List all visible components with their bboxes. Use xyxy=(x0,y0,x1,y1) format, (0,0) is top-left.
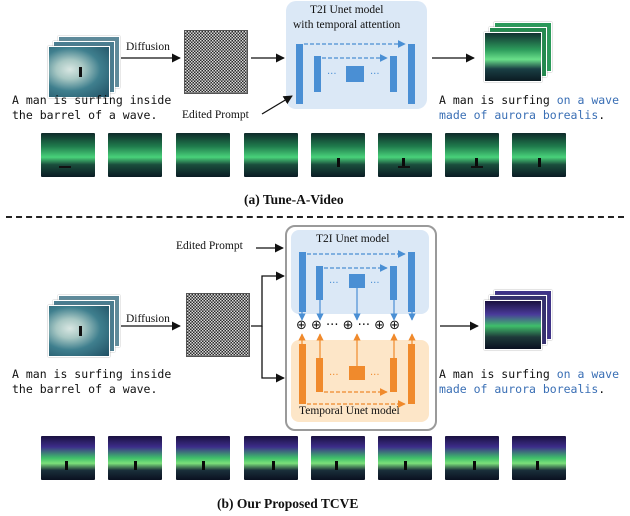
result-frame xyxy=(176,133,230,177)
noise-image-top xyxy=(184,30,248,94)
diffusion-label-bottom: Diffusion xyxy=(126,313,170,325)
result-frame xyxy=(311,436,365,480)
result-frame xyxy=(445,436,499,480)
caption-a: (a) Tune-A-Video xyxy=(244,192,344,207)
model-title-line1: T2I Unet model xyxy=(310,4,384,16)
result-frame xyxy=(512,133,566,177)
svg-text:···: ··· xyxy=(370,69,380,80)
target-prompt-bottom: A man is surfing on a wave made of auror… xyxy=(439,367,619,397)
temporal-panel xyxy=(291,340,429,422)
target-prompt-top-plain: A man is surfing xyxy=(439,93,557,107)
t2i-title: T2I Unet model xyxy=(316,233,390,245)
source-prompt-top-line1: A man is surfing inside xyxy=(12,93,172,107)
target-prompt-bottom-end: . xyxy=(598,382,606,396)
result-frame xyxy=(41,436,95,480)
result-frame xyxy=(108,436,162,480)
target-prompt-top-edit2: made of aurora borealis xyxy=(439,108,599,122)
target-prompt-bottom-edit2: made of aurora borealis xyxy=(439,382,599,396)
model-title-line2: with temporal attention xyxy=(293,19,401,31)
diffusion-label-top: Diffusion xyxy=(126,41,170,53)
surf-frame-image xyxy=(48,46,110,98)
svg-text:···: ··· xyxy=(370,370,380,381)
result-frame xyxy=(378,436,432,480)
section-divider xyxy=(6,216,624,218)
svg-text:···: ··· xyxy=(329,278,339,289)
target-prompt-top-edit1: on a wave xyxy=(556,93,620,107)
svg-text:···: ··· xyxy=(329,370,339,381)
output-video-stack-bottom xyxy=(484,290,554,352)
plus-row: ⊕ ⊕ ··· ⊕ ··· ⊕ ⊕ xyxy=(296,318,401,333)
source-video-stack-top xyxy=(48,36,120,98)
result-frame xyxy=(244,436,298,480)
source-prompt-bottom: A man is surfing inside the barrel of a … xyxy=(12,367,171,397)
tcve-diagram: ··· ··· ··· ··· xyxy=(121,243,479,408)
noise-image-bottom xyxy=(186,293,250,357)
caption-b: (b) Our Proposed TCVE xyxy=(217,496,359,511)
svg-text:···: ··· xyxy=(370,278,380,289)
target-prompt-bottom-plain: A man is surfing xyxy=(439,367,557,381)
t2i-temporal-model-panel xyxy=(286,1,427,109)
target-prompt-bottom-edit1: on a wave xyxy=(556,367,620,381)
result-frame xyxy=(311,133,365,177)
result-frame xyxy=(244,133,298,177)
edited-prompt-top: Edited Prompt xyxy=(182,109,249,121)
result-frame xyxy=(108,133,162,177)
source-prompt-bottom-line2: the barrel of a wave. xyxy=(12,382,158,396)
output-video-stack-top xyxy=(484,22,554,84)
target-prompt-top-end: . xyxy=(598,108,606,122)
target-prompt-top: A man is surfing on a wave made of auror… xyxy=(439,93,619,123)
source-video-stack-bottom xyxy=(48,295,120,357)
result-frame xyxy=(378,133,432,177)
unet-diagram-top: ··· ··· xyxy=(121,40,475,115)
surf-frame-image xyxy=(48,305,110,357)
temporal-title: Temporal Unet model xyxy=(299,405,400,417)
svg-text:···: ··· xyxy=(327,69,337,80)
t2i-panel xyxy=(291,230,429,314)
source-prompt-top: A man is surfing inside the barrel of a … xyxy=(12,93,171,123)
result-frame xyxy=(445,133,499,177)
source-prompt-bottom-line1: A man is surfing inside xyxy=(12,367,172,381)
result-frame xyxy=(41,133,95,177)
result-frame xyxy=(512,436,566,480)
source-prompt-top-line2: the barrel of a wave. xyxy=(12,108,158,122)
result-frame xyxy=(176,436,230,480)
edited-prompt-bottom: Edited Prompt xyxy=(176,240,243,252)
